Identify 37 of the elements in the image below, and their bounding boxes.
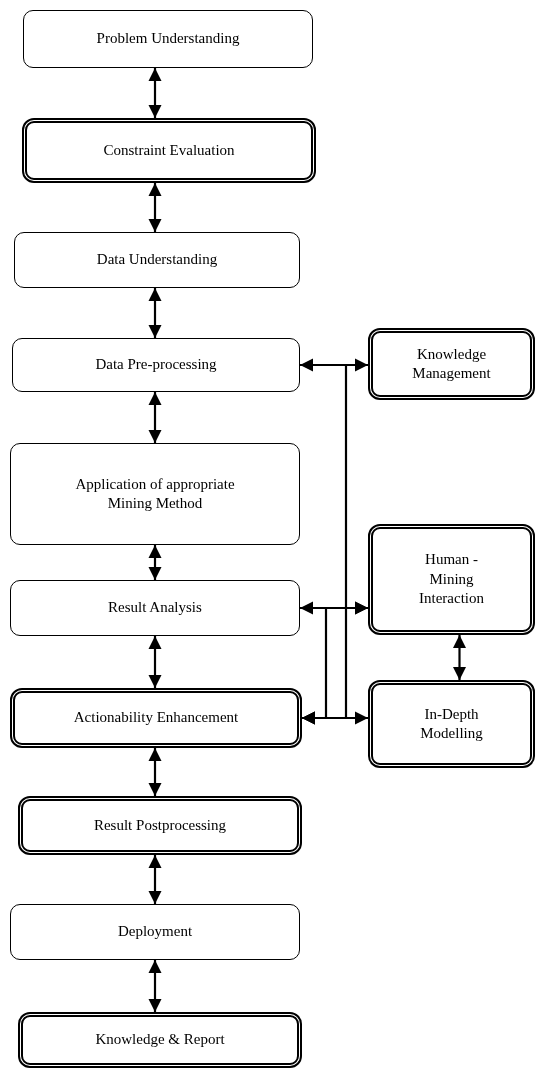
process-box bbox=[368, 524, 535, 635]
box-label: Knowledge Management bbox=[411, 344, 492, 383]
arrow bbox=[148, 748, 162, 796]
arrow bbox=[148, 288, 162, 338]
process-box bbox=[18, 1012, 302, 1068]
arrow bbox=[302, 358, 368, 725]
box-label: Constraint Evaluation bbox=[103, 140, 235, 160]
box-label: Knowledge & Report bbox=[95, 1030, 225, 1050]
arrow bbox=[148, 636, 162, 688]
box-label: In-Depth Modelling bbox=[419, 704, 484, 743]
box-label: Human - Mining Interaction bbox=[418, 550, 485, 609]
arrow bbox=[148, 392, 162, 443]
box-label: Problem Understanding bbox=[96, 29, 240, 49]
arrow bbox=[148, 545, 162, 580]
arrow bbox=[452, 635, 467, 680]
process-box bbox=[14, 232, 300, 288]
box-label: Deployment bbox=[117, 922, 193, 942]
process-box bbox=[22, 118, 316, 183]
process-box bbox=[368, 328, 535, 400]
process-box bbox=[18, 796, 302, 855]
arrow bbox=[148, 855, 162, 904]
arrow bbox=[148, 68, 162, 118]
box-label: Data Pre-processing bbox=[95, 355, 217, 375]
process-box bbox=[23, 10, 313, 68]
process-box bbox=[12, 338, 300, 392]
box-label: Result Analysis bbox=[108, 598, 202, 618]
process-box bbox=[368, 680, 535, 768]
process-box bbox=[10, 904, 300, 960]
box-label: Actionability Enhancement bbox=[73, 708, 239, 728]
box-label: Application of appropriate Mining Method bbox=[74, 474, 236, 513]
process-box bbox=[10, 443, 300, 545]
process-box bbox=[10, 580, 300, 636]
process-box bbox=[10, 688, 302, 748]
box-label: Result Postprocessing bbox=[93, 815, 227, 835]
arrow bbox=[148, 183, 162, 232]
arrow bbox=[148, 960, 162, 1012]
box-label: Data Understanding bbox=[96, 250, 218, 270]
